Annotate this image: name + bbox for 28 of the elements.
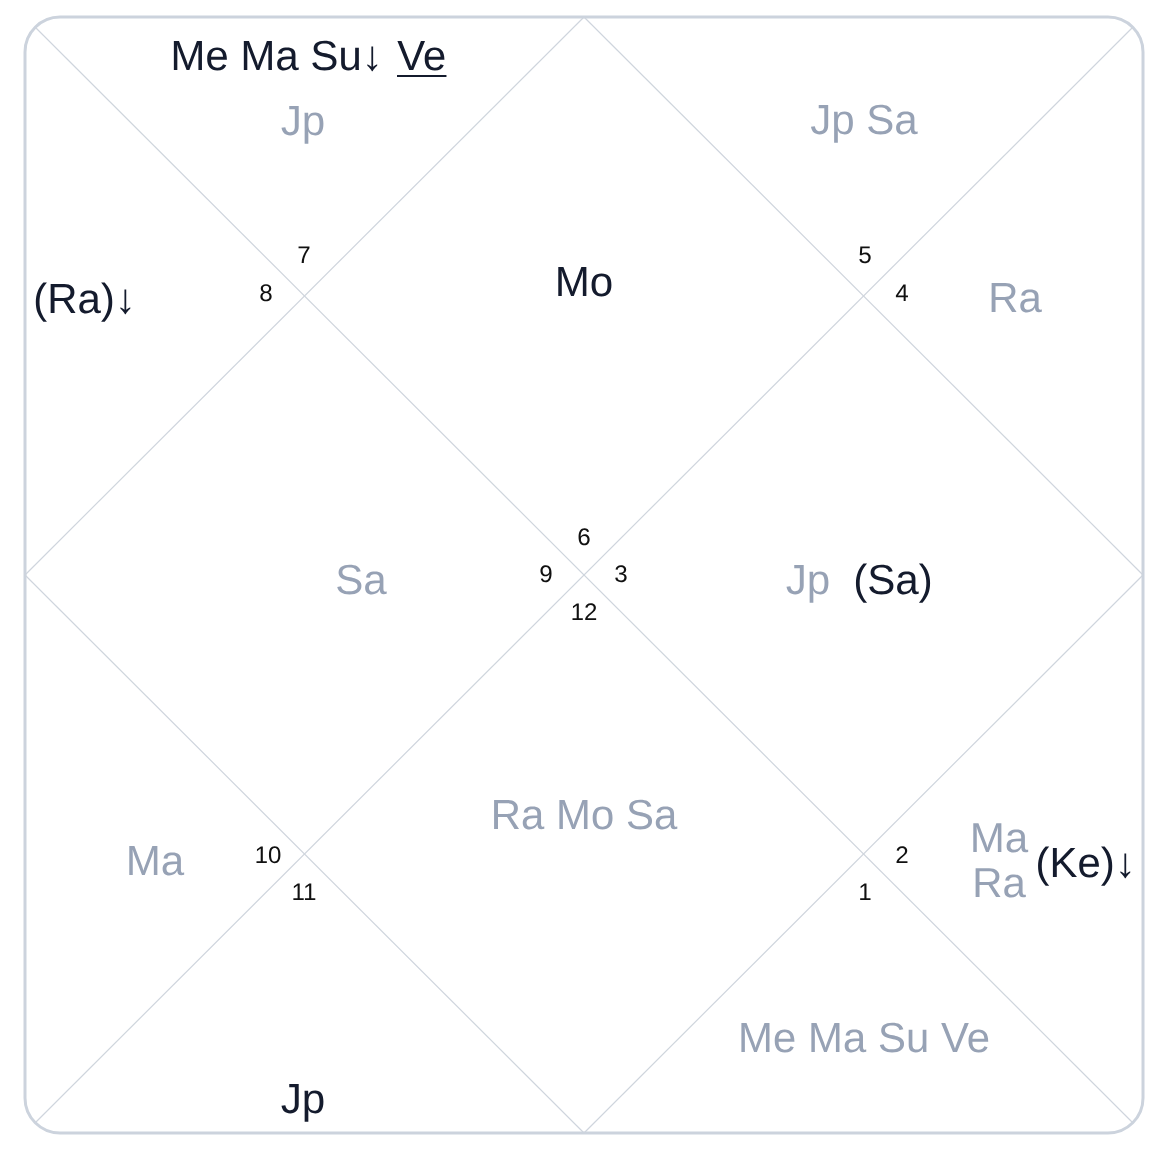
planet-label: Jp — [786, 565, 829, 603]
planet-label: Ma Ra — [973, 823, 1029, 898]
house-number: 12 — [572, 603, 597, 620]
planet-label: Ra Mo Sa — [494, 799, 678, 830]
house-number: 2 — [896, 846, 908, 863]
planet-label: (Ke)↓ — [1038, 846, 1131, 886]
planet-label: Me Ma Su↓ — [173, 40, 378, 72]
house-number: 8 — [260, 284, 272, 302]
planet-label: Ve — [396, 41, 448, 77]
house-number: 1 — [860, 883, 871, 900]
planet-label: Mo — [558, 267, 612, 297]
planet-label: Ma — [129, 846, 185, 876]
planet-label: Me Ma Su Ve — [741, 1022, 989, 1053]
planet-label: Jp — [281, 106, 324, 144]
planet-label: Sa — [337, 564, 387, 595]
house-number: 5 — [859, 246, 871, 264]
planet-label: Ra — [991, 283, 1042, 313]
house-number: 4 — [895, 284, 908, 301]
house-number: 10 — [256, 846, 281, 864]
house-number: 9 — [540, 565, 552, 583]
house-number: 11 — [293, 883, 316, 900]
house-number: 6 — [578, 528, 590, 546]
house-number: 3 — [615, 565, 627, 583]
planet-label: (Ra)↓ — [35, 282, 131, 322]
house-number: 7 — [298, 246, 310, 263]
planet-label: Jp Sa — [810, 104, 918, 143]
planet-label: Jp — [281, 1084, 324, 1122]
planet-label: (Sa) — [855, 563, 931, 603]
